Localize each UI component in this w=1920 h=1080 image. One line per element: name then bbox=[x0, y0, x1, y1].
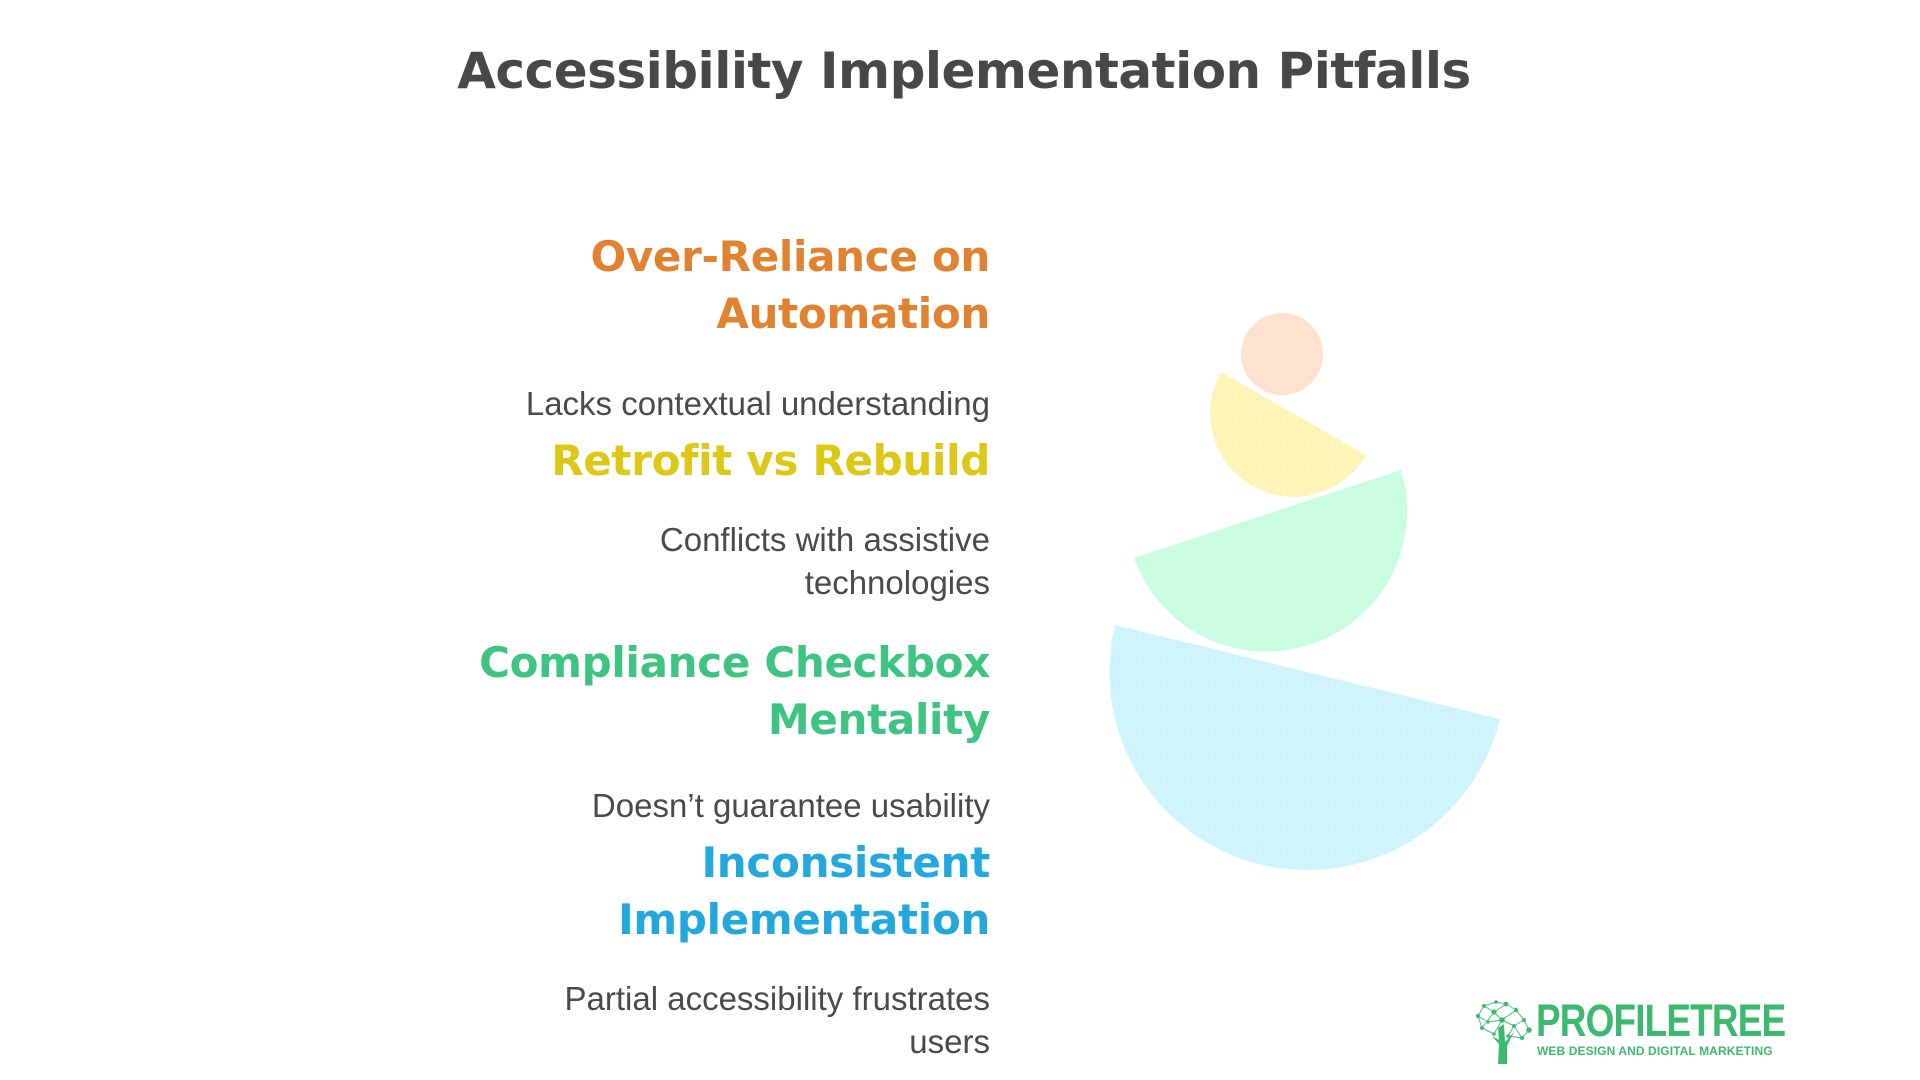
pitfall-description-compliance: Doesn’t guarantee usability bbox=[290, 784, 990, 827]
blue-shape-texture bbox=[1109, 625, 1500, 871]
green-half-circle-shape bbox=[1134, 470, 1408, 652]
logo-wordmark: PROFILETREE bbox=[1536, 995, 1786, 1046]
heading-line: Automation bbox=[716, 289, 990, 338]
heading-line: Implementation bbox=[618, 895, 990, 944]
description-line: technologies bbox=[804, 564, 990, 601]
profiletree-logo: PROFILETREE WEB DESIGN AND DIGITAL MARKE… bbox=[1474, 998, 1786, 1068]
heading-line: Retrofit vs Rebuild bbox=[551, 436, 990, 485]
pitfall-heading-retrofit: Retrofit vs Rebuild bbox=[290, 432, 990, 489]
pitfall-heading-inconsistent: Inconsistent Implementation bbox=[290, 834, 990, 948]
pitfall-heading-compliance: Compliance Checkbox Mentality bbox=[290, 634, 990, 748]
page-title: Accessibility Implementation Pitfalls bbox=[457, 42, 1471, 100]
pitfall-description-inconsistent: Partial accessibility frustrates users bbox=[290, 977, 990, 1063]
description-line: Lacks contextual understanding bbox=[525, 385, 990, 422]
heading-line: Compliance Checkbox bbox=[479, 638, 990, 687]
logo-tagline: WEB DESIGN AND DIGITAL MARKETING bbox=[1537, 1044, 1773, 1058]
description-line: users bbox=[909, 1023, 990, 1060]
tree-network-icon bbox=[1475, 1000, 1532, 1064]
description-line: Doesn’t guarantee usability bbox=[591, 787, 990, 824]
pitfall-description-over-reliance: Lacks contextual understanding bbox=[290, 382, 990, 425]
peach-circle-shape bbox=[1241, 313, 1323, 395]
yellow-shape-texture bbox=[1210, 372, 1366, 497]
heading-line: Mentality bbox=[767, 695, 990, 744]
heading-line: Over-Reliance on bbox=[590, 232, 990, 281]
pitfall-description-retrofit: Conflicts with assistive technologies bbox=[290, 518, 990, 604]
description-line: Conflicts with assistive bbox=[659, 521, 990, 558]
pitfall-heading-over-reliance: Over-Reliance on Automation bbox=[290, 228, 990, 342]
heading-line: Inconsistent bbox=[701, 838, 990, 887]
description-line: Partial accessibility frustrates bbox=[564, 980, 990, 1017]
